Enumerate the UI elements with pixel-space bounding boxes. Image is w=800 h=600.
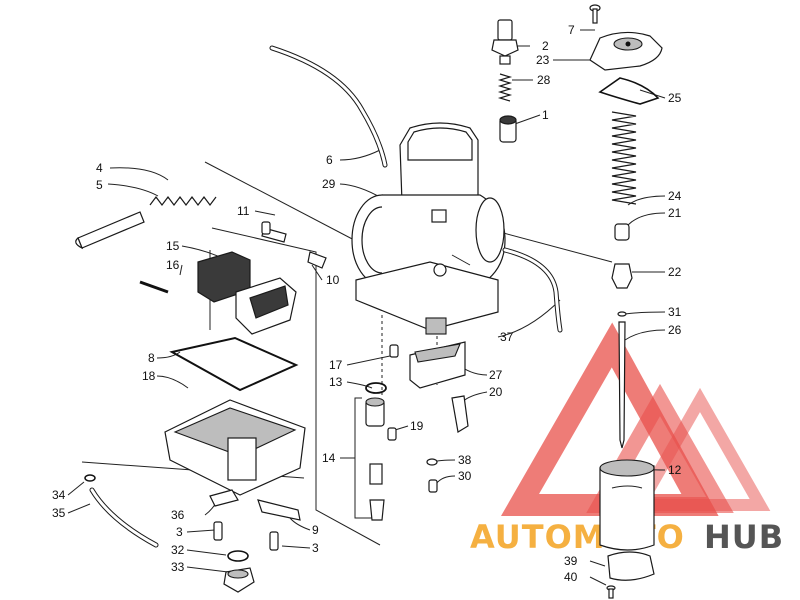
- callout-1: 1: [542, 108, 549, 122]
- callout-23: 23: [536, 53, 550, 67]
- part-24-spring: [611, 111, 637, 205]
- part-29-carburetor-body: [351, 122, 506, 335]
- callout-20: 20: [489, 385, 503, 399]
- callout-12: 12: [668, 463, 682, 477]
- callout-19: 19: [410, 419, 424, 433]
- part-34-35-drain-hose: [84, 474, 159, 548]
- callout-31: 31: [668, 305, 682, 319]
- callout-27: 27: [489, 368, 503, 382]
- callout-5: 5: [96, 178, 103, 192]
- part-30-nut: [428, 479, 438, 493]
- part-28-spring: [497, 73, 513, 102]
- callout-18: 18: [142, 369, 156, 383]
- callout-9: 9: [312, 523, 319, 537]
- callout-29: 29: [322, 177, 336, 191]
- callout-4: 4: [96, 161, 103, 175]
- callout-15: 15: [166, 239, 180, 253]
- part-7-screw: [589, 4, 601, 24]
- callout-8: 8: [148, 351, 155, 365]
- part-13-oring: [365, 382, 387, 394]
- part-22-needle-holder: [611, 263, 633, 289]
- part-12-throttle-slide: [599, 459, 655, 551]
- callout-26: 26: [668, 323, 682, 337]
- callout-32: 32: [171, 543, 185, 557]
- part-8-gasket: [169, 336, 299, 392]
- callout-11: 11: [237, 204, 250, 218]
- callout-25: 25: [668, 91, 682, 105]
- part-36-bracket: [209, 489, 239, 507]
- part-14-needle-jet-set: [365, 397, 385, 521]
- part-20-jet: [451, 395, 469, 433]
- part-19-screw: [387, 427, 397, 441]
- part-4-5-air-screw: [75, 196, 217, 250]
- callout-16: 16: [166, 258, 180, 272]
- callout-2: 2: [542, 39, 549, 53]
- part-40-screw: [606, 585, 616, 599]
- callout-17: 17: [329, 358, 343, 372]
- callout-34: 34: [52, 488, 66, 502]
- part-15-float: [197, 251, 297, 335]
- callout-14: 14: [322, 451, 336, 465]
- callout-6: 6: [326, 153, 333, 167]
- part-3-screw-right: [269, 531, 279, 551]
- callout-38: 38: [458, 453, 472, 467]
- part-6-vent-hose: [269, 45, 388, 168]
- callout-13: 13: [329, 375, 343, 389]
- callout-28: 28: [537, 73, 551, 87]
- part-23-top-cover: [589, 31, 663, 71]
- part-17-screw: [389, 344, 399, 358]
- part-32-washer: [227, 550, 249, 562]
- part-9-bracket: [257, 499, 301, 521]
- part-25-gasket: [598, 77, 660, 105]
- part-31-clip: [617, 311, 627, 317]
- part-38-washer: [426, 458, 438, 466]
- part-3-screw-left: [213, 521, 223, 541]
- part-2-fitting: [491, 19, 519, 65]
- part-27-cover: [409, 341, 466, 389]
- part-10-jet: [307, 251, 327, 269]
- part-11-screw: [261, 221, 287, 243]
- part-16-pin: [139, 280, 169, 294]
- watermark-text-hub: HUB: [704, 518, 784, 556]
- callout-labels: 7 2 23 28 25 1 6 29 4 5 24 21 11 15 16 1…: [52, 23, 682, 584]
- part-18-float-bowl: [164, 399, 306, 496]
- callout-37: 37: [500, 330, 514, 344]
- callout-24: 24: [668, 189, 682, 203]
- callout-22: 22: [668, 265, 682, 279]
- part-33-drain-plug: [223, 567, 255, 593]
- callout-21: 21: [668, 206, 682, 220]
- part-37-hose: [502, 247, 563, 333]
- callout-35: 35: [52, 506, 66, 520]
- part-21-retainer: [614, 223, 630, 241]
- callout-30: 30: [458, 469, 472, 483]
- callout-3-right: 3: [312, 541, 319, 555]
- part-39-plate: [607, 551, 655, 581]
- part-26-jet-needle: [618, 321, 626, 449]
- callout-33: 33: [171, 560, 185, 574]
- callout-7: 7: [568, 23, 575, 37]
- callout-40: 40: [564, 570, 578, 584]
- callout-39: 39: [564, 554, 578, 568]
- part-1-cap: [499, 115, 517, 143]
- callout-36: 36: [171, 508, 185, 522]
- callout-3-left: 3: [176, 525, 183, 539]
- callout-10: 10: [326, 273, 340, 287]
